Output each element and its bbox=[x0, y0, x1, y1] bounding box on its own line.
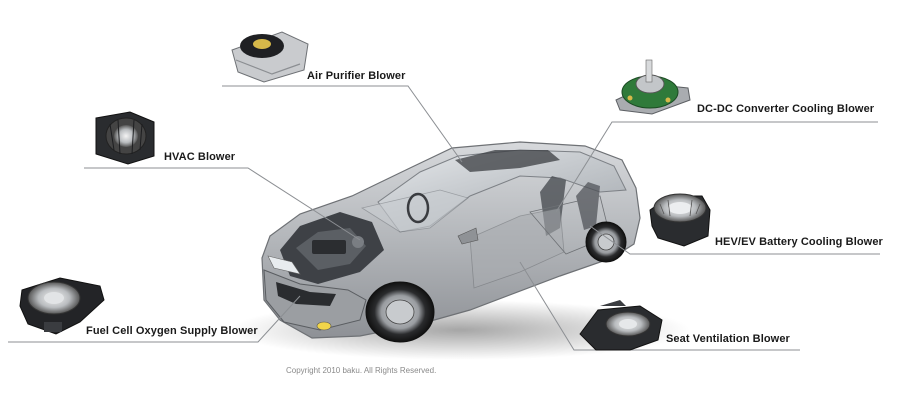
leader-air-purifier bbox=[222, 85, 463, 163]
label-seat-ventilation-blower: Seat Ventilation Blower bbox=[666, 333, 790, 345]
leader-battery bbox=[589, 225, 880, 255]
leader-seat bbox=[519, 261, 800, 351]
fuel-cell-blower-icon bbox=[19, 277, 105, 335]
copyright-notice: Copyright 2010 baku. All Rights Reserved… bbox=[286, 366, 437, 375]
battery-cooling-blower-icon bbox=[649, 193, 711, 247]
label-battery-blower: HEV/EV Battery Cooling Blower bbox=[715, 236, 883, 248]
leader-dcdc bbox=[555, 121, 878, 213]
label-fuel-cell-blower: Fuel Cell Oxygen Supply Blower bbox=[86, 325, 258, 337]
leader-hvac bbox=[84, 167, 361, 241]
label-air-purifier-blower: Air Purifier Blower bbox=[307, 70, 406, 82]
seat-ventilation-blower-icon bbox=[579, 300, 663, 351]
air-purifier-blower-icon bbox=[231, 31, 309, 83]
label-hvac-blower: HVAC Blower bbox=[164, 151, 236, 163]
label-dcdc-blower: DC-DC Converter Cooling Blower bbox=[697, 103, 875, 115]
leader-fuel-cell bbox=[8, 295, 301, 343]
leader-lines bbox=[8, 85, 880, 351]
car-cutaway-illustration bbox=[261, 141, 641, 343]
dcdc-converter-blower-icon bbox=[615, 59, 691, 115]
hvac-blower-icon bbox=[95, 111, 155, 165]
